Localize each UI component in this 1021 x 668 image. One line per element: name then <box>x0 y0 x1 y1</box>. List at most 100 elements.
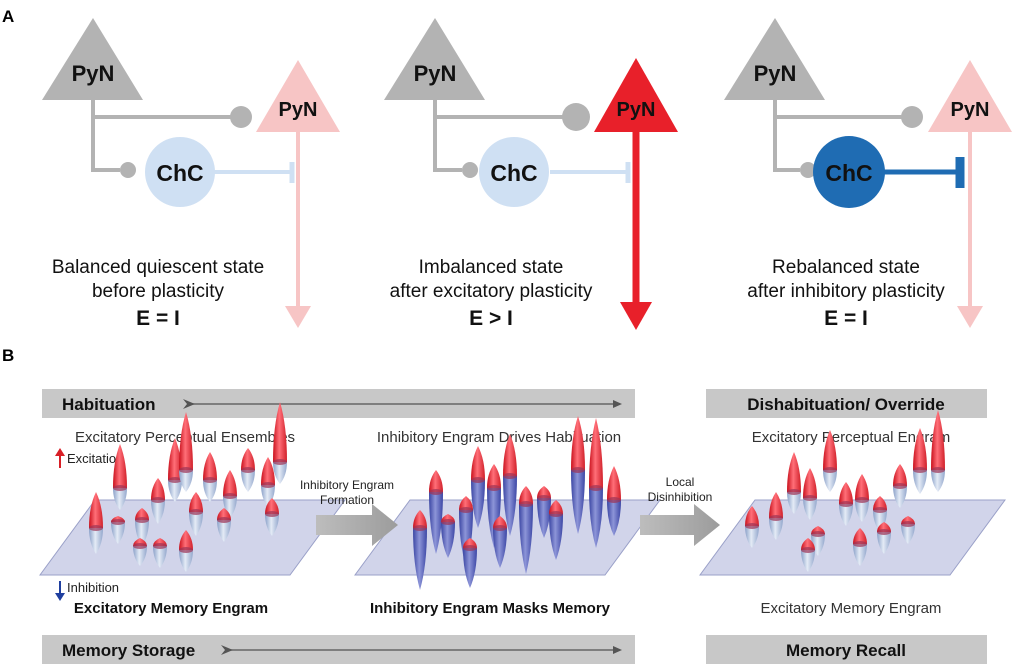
ensemble-spindle <box>179 412 193 492</box>
excitation-lobe <box>853 528 867 544</box>
spindle-band <box>839 501 853 507</box>
spindle-band <box>803 495 817 501</box>
excitation-lobe <box>519 486 533 504</box>
excitation-lobe <box>487 464 501 488</box>
excitation-arrowhead-icon <box>55 448 65 456</box>
arrow1-line2: Formation <box>320 493 374 507</box>
excitation-lobe <box>787 452 801 492</box>
spindle-band <box>537 495 551 501</box>
excitation-lobe <box>855 474 869 500</box>
spindle-band <box>89 525 103 531</box>
inhibition-lobe <box>853 544 867 566</box>
ensemble-spindle <box>811 526 825 556</box>
synapse-1 <box>230 106 252 128</box>
ensemble-spindle <box>503 434 517 536</box>
inhibition-lobe <box>823 470 837 492</box>
spindle-band <box>168 477 182 483</box>
inhibition-lobe <box>441 522 455 558</box>
state-3-line1: Rebalanced state <box>772 257 920 278</box>
ensemble-spindle <box>913 428 927 494</box>
excitation-lobe <box>89 492 103 528</box>
ensemble-spindle <box>519 486 533 574</box>
state-2-line1: Imbalanced state <box>419 257 564 278</box>
pyn-label-3b: PyN <box>951 99 990 121</box>
spindle-band <box>261 482 275 488</box>
inhibition-lobe <box>855 500 869 522</box>
dishabituation-label: Dishabituation/ Override <box>747 395 944 414</box>
spindle-band <box>877 529 891 535</box>
legend-inhibition: Inhibition <box>67 580 119 595</box>
spindle-band <box>113 485 127 491</box>
pyn-label-1b: PyN <box>279 99 318 121</box>
spindle-band <box>487 485 501 491</box>
inhibition-lobe <box>413 528 427 590</box>
spindle-band <box>931 467 945 473</box>
middle-top-caption: Inhibitory Engram Drives Habituation <box>377 429 621 446</box>
spindle-band <box>493 525 507 531</box>
spindle-band <box>787 489 801 495</box>
spindle-band <box>503 473 517 479</box>
excitation-lobe <box>589 418 603 488</box>
excitation-lobe <box>893 464 907 486</box>
pyn-top-1 <box>42 18 143 100</box>
inhibition-lobe <box>769 518 783 540</box>
inhibition-lobe <box>265 514 279 536</box>
inhibition-lobe <box>203 480 217 502</box>
ensemble-spindle <box>487 464 501 548</box>
inhibition-lobe <box>273 462 287 484</box>
spindle-band <box>853 541 867 547</box>
excitation-lobe <box>493 516 507 528</box>
synapse-chc-1 <box>120 162 136 178</box>
inhibition-lobe <box>241 470 255 492</box>
excitation-lobe <box>135 508 149 520</box>
ensemble-spindle <box>89 492 103 554</box>
ensemble-spindle <box>471 446 485 528</box>
inhibition-lobe <box>459 510 473 566</box>
state-3-equation: E = I <box>824 307 868 330</box>
excitation-lobe <box>745 506 759 526</box>
ensemble-spindle <box>113 444 127 510</box>
synapse-chc-2 <box>462 162 478 178</box>
inhibition-lobe <box>261 485 275 507</box>
spindle-band <box>111 519 125 525</box>
ensemble-spindle <box>429 470 443 554</box>
spindle-band <box>519 501 533 507</box>
ensemble-spindle <box>769 492 783 540</box>
inhibition-lobe <box>877 532 891 554</box>
inhibition-lobe <box>839 504 853 526</box>
circuit-3: PyN PyN ChC <box>724 18 1012 328</box>
inhibition-lobe <box>487 488 501 548</box>
ensemble-spindle <box>189 492 203 536</box>
memory-recall-bar <box>706 635 987 664</box>
inhibition-lobe <box>811 534 825 556</box>
excitation-lobe <box>913 428 927 470</box>
ensemble-spindle <box>493 516 507 568</box>
excitation-lobe <box>261 457 275 485</box>
spindle-band <box>135 517 149 523</box>
inhibition-lobe <box>135 520 149 546</box>
ensemble-spindle <box>203 452 217 502</box>
ensemble-spindle <box>571 416 585 534</box>
excitation-lobe <box>203 452 217 480</box>
excitation-lobe <box>823 430 837 470</box>
habituation-arrow-head <box>613 400 622 408</box>
spindle-band <box>463 545 477 551</box>
excitation-lobe <box>429 470 443 492</box>
synapse-2 <box>562 103 590 131</box>
memory-storage-arrow-head <box>613 646 622 654</box>
inhibition-lobe <box>189 512 203 536</box>
spindle-band <box>153 543 167 549</box>
ensemble-spindle <box>549 500 563 560</box>
inhibition-lobe <box>537 498 551 538</box>
inhibition-lobe <box>589 488 603 548</box>
ensemble-left <box>89 402 287 572</box>
pyn-label-2b: PyN <box>617 99 656 121</box>
ensemble-right <box>745 410 945 572</box>
arrow2-line1: Local <box>666 475 695 489</box>
inhibition-lobe <box>111 522 125 544</box>
inhibition-lobe <box>153 546 167 568</box>
spindle-band <box>273 459 287 465</box>
habituation-label: Habituation <box>62 395 156 414</box>
spindle-band <box>459 507 473 513</box>
formation-arrow-icon <box>316 504 398 546</box>
